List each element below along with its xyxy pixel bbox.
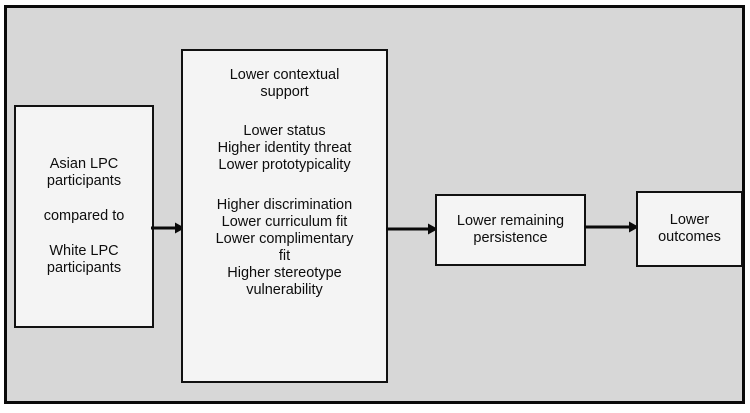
outcomes-line1: Lower [669, 211, 710, 228]
mechanisms-c2-line2: Higher identity threat [217, 140, 352, 157]
population-group1-line2: participants [46, 172, 122, 189]
mechanisms-cluster-contextual-support: Lower contextual support [183, 67, 386, 101]
mechanisms-c1-line2: support [260, 84, 309, 101]
box-outcomes: Lower outcomes [636, 191, 743, 267]
arrow-mechanisms-to-persistence-icon [386, 221, 438, 237]
arrow-population-to-mechanisms-icon [151, 220, 185, 236]
population-group2-line1: White LPC [49, 243, 119, 260]
mechanisms-c3-line2: Lower curriculum fit [221, 213, 348, 230]
diagram-frame: Asian LPC participants compared to White… [4, 5, 745, 404]
box-mechanisms: Lower contextual support Lower status Hi… [181, 49, 388, 383]
outcomes-line2: outcomes [658, 229, 721, 245]
population-group2-line2: participants [46, 260, 122, 277]
persistence-line1: Lower remaining [456, 212, 565, 229]
mechanisms-c1-line1: Lower contextual [229, 67, 340, 83]
mechanisms-c2-line1: Lower status [243, 123, 326, 140]
box-remaining-persistence: Lower remaining persistence [435, 194, 586, 266]
mechanisms-cluster-discrimination-fit: Higher discrimination Lower curriculum f… [183, 197, 386, 300]
mechanisms-c3-line6: vulnerability [246, 282, 323, 299]
mechanisms-c3-line4: fit [278, 247, 291, 264]
box-population-comparison: Asian LPC participants compared to White… [14, 105, 154, 328]
persistence-line2: persistence [473, 230, 548, 246]
mechanisms-c3-line1: Higher discrimination [216, 196, 353, 213]
mechanisms-cluster-status-identity: Lower status Higher identity threat Lowe… [183, 123, 386, 174]
mechanisms-c3-line5: Higher stereotype [227, 264, 342, 281]
population-group1-line1: Asian LPC [49, 155, 119, 172]
mechanisms-c3-line3: Lower complimentary [215, 230, 354, 247]
population-comparator: compared to [43, 207, 125, 224]
arrow-persistence-to-outcomes-icon [584, 219, 639, 235]
mechanisms-c2-line3: Lower prototypicality [218, 157, 351, 174]
